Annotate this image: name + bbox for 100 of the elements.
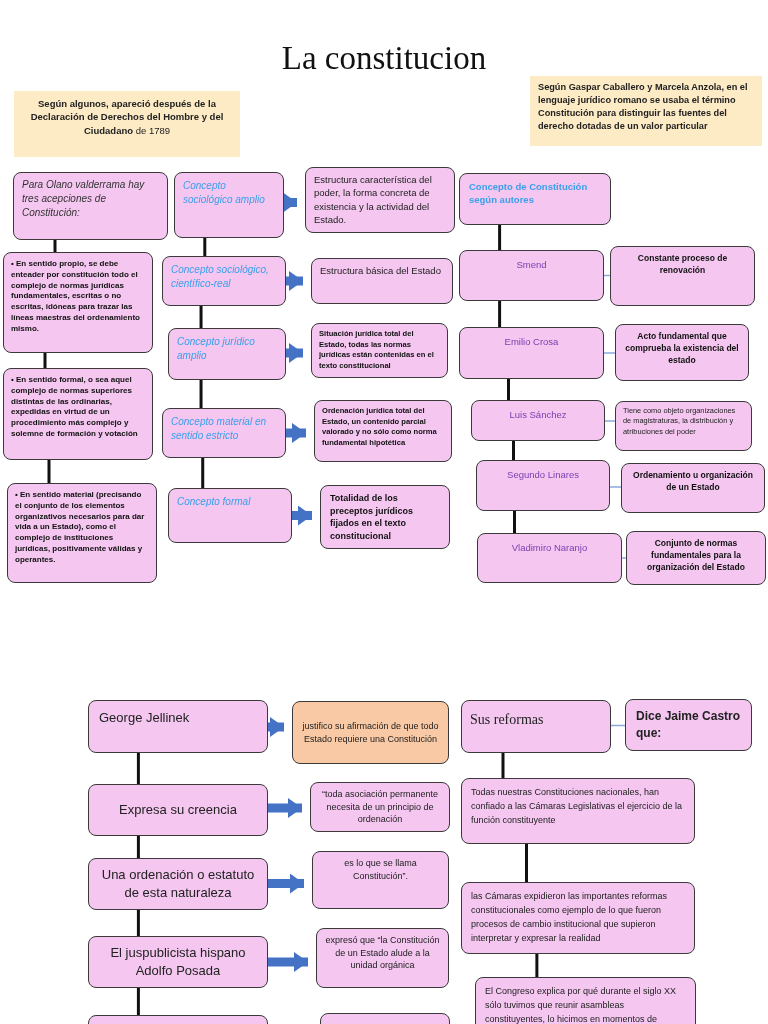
block-arrow <box>283 192 297 213</box>
concept-box <box>475 977 696 1024</box>
note-box <box>14 91 240 157</box>
concept-box <box>320 485 450 550</box>
concept-box <box>13 172 168 240</box>
concept-box <box>162 408 286 458</box>
box-text: Emilio Crosa <box>503 335 560 349</box>
concept-box <box>3 368 153 460</box>
box-text: es lo que se llama Constitución”. <box>343 857 418 883</box>
connector-line <box>501 753 505 778</box>
box-text: Segundo Linares <box>506 468 580 482</box>
box-text: Smend <box>515 258 548 272</box>
concept-box <box>621 463 765 513</box>
connector-line <box>535 953 539 977</box>
concept-box <box>7 483 157 583</box>
connector-line <box>513 511 516 533</box>
box-text: Sus reformas <box>470 711 545 729</box>
block-arrow <box>268 952 308 972</box>
connector-line <box>136 910 140 936</box>
box-text: Concepto material en sentido estricto <box>171 415 268 443</box>
concept-box <box>311 258 453 304</box>
concept-box <box>461 700 611 753</box>
concept-box <box>626 531 766 585</box>
box-text: Acto fundamental que comprueba la existencia del estado <box>624 331 740 367</box>
box-text: Luis Sánchez <box>508 408 568 422</box>
box-text: Estructura característica del poder, la forma concreta de existencia y la actividad del Estado. <box>314 173 433 227</box>
concept-box <box>316 928 449 988</box>
concept-box <box>461 882 695 954</box>
connector-line <box>498 301 502 327</box>
box-text: Concepto formal <box>177 495 252 509</box>
connector-line <box>199 306 203 328</box>
concept-box <box>314 400 452 462</box>
block-arrow <box>286 423 306 443</box>
connector-line <box>203 238 207 256</box>
concept-box <box>88 700 268 753</box>
block-arrow <box>292 505 312 526</box>
box-text: “toda asociación permanente necesita de un principio de ordenación <box>320 788 440 826</box>
connector-line <box>604 420 616 422</box>
connector-line <box>498 225 502 250</box>
block-arrow <box>286 343 303 363</box>
connector-line <box>136 753 140 784</box>
concept-box <box>305 167 455 233</box>
connector-line <box>201 458 205 488</box>
box-text: • En sentido formal, o sea aquel complejo de normas superiores distintas de las ordinarias, expedidas en virtud de un procedimiento más complejo y solemne de formación y votación <box>11 375 139 440</box>
box-text: Ordenamiento u organización de un Estado <box>632 470 754 494</box>
box-text: Estructura básica del Estado <box>320 264 442 278</box>
block-arrow <box>268 798 302 818</box>
connector-line <box>136 988 140 1015</box>
box-text: Constante proceso de renovación <box>636 253 729 277</box>
concept-box <box>88 858 268 910</box>
concept-box <box>476 460 610 511</box>
box-text: Concepto jurídico amplio <box>177 335 256 363</box>
concept-box <box>461 778 695 844</box>
box-text: las Cámaras expidieron las importantes reformas constitucionales como ejemplo de lo que fueron procesos de cambio institucional que supieron interpretar y expresar la realidad <box>471 890 669 945</box>
concept-box <box>610 246 755 306</box>
concept-box <box>615 401 752 451</box>
concept-box <box>168 328 286 380</box>
connector-line <box>512 441 515 460</box>
connector-line <box>525 844 528 882</box>
box-text: Concepto sociológico amplio <box>183 179 266 207</box>
box-text: Vladimiro Naranjo <box>510 541 589 555</box>
box-text: George Jellinek <box>99 709 191 727</box>
diagram-title: La constitucion <box>281 40 487 77</box>
concept-box <box>625 699 752 751</box>
concept-box <box>168 488 292 543</box>
concept-box <box>174 172 284 238</box>
concept-box <box>459 327 604 379</box>
connector-line <box>136 836 140 858</box>
box-text: Todas nuestras Constituciones nacionales, han confiado a las Cámaras Legislativas el ejercicio de la función constituyente <box>471 786 684 827</box>
concept-box <box>471 400 605 441</box>
block-arrow <box>268 873 304 894</box>
concept-box <box>615 324 749 381</box>
highlight-box <box>292 701 449 764</box>
box-text: Dice Jaime Castro que: <box>636 708 741 742</box>
connector-line <box>507 379 510 400</box>
box-text: Una ordenación o estatuto de esta naturaleza <box>100 865 256 902</box>
box-text: Para Olano valderrama hay tres acepciones de Constitución: <box>22 178 146 220</box>
box-text: • En sentido propio, se debe enteader por constitución todo el complejo de normas jurídicas fundamentales, escritas o no escritas, idóneas para trazar las líneas maestras del ordenamiento mismo. <box>11 259 141 335</box>
block-arrow <box>286 271 303 291</box>
note-box <box>530 76 762 146</box>
box-text: Expresa su creencia <box>118 800 238 819</box>
box-text: Según Gaspar Caballero y Marcela Anzola, en el lenguaje jurídico romano se usaba el término Constitución para distinguir las fuentes del derecho dotadas de un valor particular <box>538 81 749 133</box>
box-text: Concepto sociológico, científico-real <box>171 263 270 291</box>
connector-line <box>621 557 627 559</box>
box-text: Conjunto de normas fundamentales para la organización del Estado <box>646 538 746 574</box>
concept-box <box>477 533 622 583</box>
box-text: Concepto de Constitución según autores <box>469 180 589 207</box>
connector-line <box>609 486 622 488</box>
concept-box <box>311 323 448 378</box>
box-text: • En sentido material (precisando el conjunto de los elementos organizativos necesarios para dar vida a un Estado), como el complejo de instituciones jurídicas, positivamente válidas y operantes. <box>15 490 146 566</box>
connector-line <box>47 460 51 483</box>
concept-box <box>310 782 450 832</box>
block-arrow <box>268 717 284 737</box>
box-text: Totalidad de los preceptos jurídicos fijados en el texto constitucional <box>330 492 415 543</box>
box-text: expresó que “la Constitución de un Estado alude a la unidad orgánica <box>324 934 441 972</box>
box-text: El juspublicista hispano Adolfo Posada <box>109 943 247 980</box>
concept-box <box>88 936 268 988</box>
box-text: El Congreso explica por qué durante el siglo XX sólo tuvimos que reunir asambleas constituyentes, lo hicimos en momentos de <box>485 985 678 1024</box>
box-text: Según algunos, apareció después de la Declaración de Derechos del Hombre y del Ciudadano de 1789 <box>29 97 225 137</box>
connector-line <box>199 380 203 408</box>
